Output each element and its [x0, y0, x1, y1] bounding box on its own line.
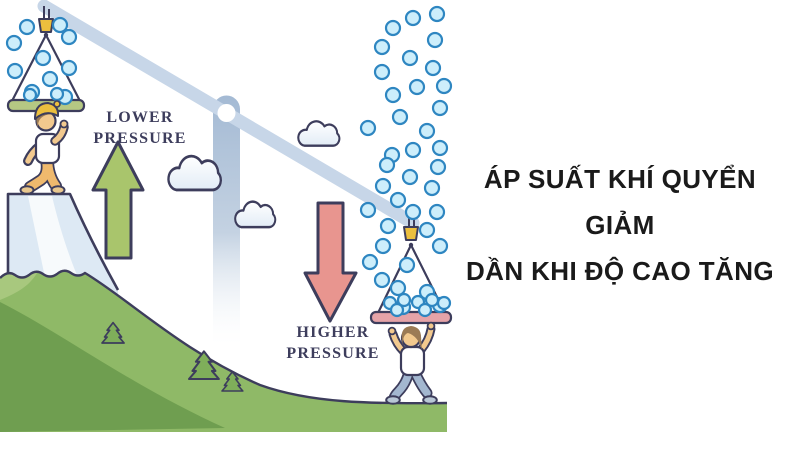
air-molecule-icon — [378, 156, 396, 174]
air-molecule-icon — [404, 203, 422, 221]
air-molecule-icon — [361, 253, 379, 271]
beam-pivot — [217, 104, 236, 122]
lower-pressure-line2: PRESSURE — [93, 130, 187, 147]
air-molecule-icon — [379, 217, 397, 235]
air-molecule-icon — [404, 9, 422, 27]
air-molecule-icon — [429, 158, 447, 176]
air-molecule-icon — [418, 122, 436, 140]
air-molecule-icon — [374, 177, 392, 195]
air-molecule-icon — [5, 34, 23, 52]
air-molecule-icon — [373, 63, 391, 81]
air-molecule-icon — [384, 19, 402, 37]
air-molecule-icon — [398, 256, 416, 274]
air-molecule-icon — [359, 119, 377, 137]
air-molecule-icon — [359, 201, 377, 219]
air-molecule-icon — [396, 292, 412, 308]
air-molecule-icon — [418, 221, 436, 239]
air-molecule-icon — [373, 271, 391, 289]
pine-tree-icon — [187, 350, 220, 381]
air-molecule-icon — [60, 59, 78, 77]
hook-icon — [38, 18, 54, 33]
diagram-title: ÁP SUẤT KHÍ QUYỂN GIẢM DẦN KHI ĐỘ CAO TĂ… — [450, 156, 790, 294]
lower-pressure-label: LOWER PRESSURE — [85, 107, 195, 149]
air-molecule-icon — [391, 108, 409, 126]
lower-pressure-line1: LOWER — [106, 109, 174, 126]
cloud-icon — [297, 120, 341, 147]
air-molecule-icon — [408, 78, 426, 96]
person-right — [385, 321, 438, 405]
air-molecule-icon — [384, 86, 402, 104]
air-molecule-icon — [426, 31, 444, 49]
air-molecule-icon — [428, 5, 446, 23]
air-molecule-icon — [41, 70, 59, 88]
air-molecule-icon — [6, 62, 24, 80]
pine-tree-icon — [101, 321, 125, 344]
air-molecule-icon — [49, 86, 65, 102]
air-molecule-icon — [436, 295, 452, 311]
higher-pressure-line1: HIGHER — [296, 324, 370, 341]
air-molecule-icon — [389, 279, 407, 297]
diagram-title-line2: DẦN KHI ĐỘ CAO TĂNG — [465, 256, 775, 286]
air-molecule-icon — [423, 179, 441, 197]
hook-icon — [403, 226, 419, 241]
air-molecule-icon — [417, 302, 433, 318]
air-molecule-icon — [389, 191, 407, 209]
air-molecule-icon — [401, 49, 419, 67]
pine-tree-icon — [221, 370, 244, 392]
air-molecule-icon — [401, 168, 419, 186]
air-molecule-icon — [18, 18, 36, 36]
air-molecule-icon — [424, 59, 442, 77]
air-bubbles-low-altitude — [359, 5, 453, 316]
right-scale-pan — [369, 211, 453, 325]
higher-pressure-label: HIGHER PRESSURE — [281, 322, 385, 364]
cloud-icon — [234, 200, 277, 229]
air-molecule-icon — [431, 237, 449, 255]
diagram-title-line1: ÁP SUẤT KHÍ QUYỂN GIẢM — [483, 164, 757, 240]
hill — [0, 269, 448, 432]
air-molecule-icon — [51, 16, 69, 34]
air-molecule-icon — [431, 139, 449, 157]
air-bubbles-on-left-pan — [22, 86, 65, 103]
air-molecule-icon — [404, 141, 422, 159]
air-molecule-icon — [374, 237, 392, 255]
air-molecule-icon — [435, 77, 453, 95]
air-bubbles-on-right-pan — [382, 292, 452, 318]
air-molecule-icon — [60, 28, 78, 46]
lower-pressure-up-arrow — [91, 140, 145, 260]
air-molecule-icon — [389, 302, 405, 318]
air-molecule-icon — [22, 87, 38, 103]
higher-pressure-down-arrow — [303, 201, 358, 323]
air-molecule-icon — [373, 38, 391, 56]
higher-pressure-line2: PRESSURE — [286, 345, 380, 362]
cloud-icon — [167, 154, 223, 192]
balance-pole — [213, 95, 241, 345]
air-molecule-icon — [431, 99, 449, 117]
air-molecule-icon — [428, 203, 446, 221]
hiker-left — [19, 100, 69, 195]
air-molecule-icon — [34, 49, 52, 67]
